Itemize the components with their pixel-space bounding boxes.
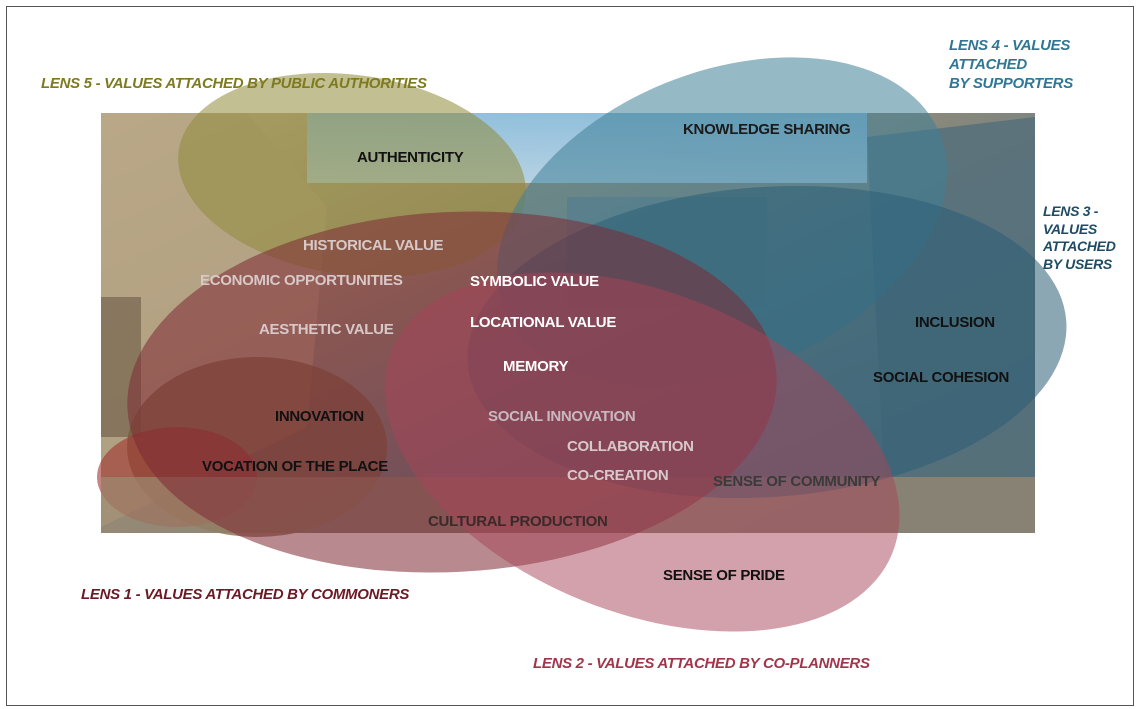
lens3-label: LENS 3 - VALUES ATTACHED BY USERS	[1043, 203, 1116, 273]
value-locational-value: LOCATIONAL VALUE	[470, 314, 617, 331]
value-collaboration: COLLABORATION	[567, 438, 694, 455]
value-memory: MEMORY	[503, 358, 569, 375]
value-sense-of-community: SENSE OF COMMUNITY	[713, 473, 881, 490]
value-social-cohesion: SOCIAL COHESION	[873, 369, 1010, 386]
value-innovation: INNOVATION	[275, 408, 364, 425]
value-symbolic-value: SYMBOLIC VALUE	[470, 273, 599, 290]
value-social-innovation: SOCIAL INNOVATION	[488, 408, 636, 425]
value-economic-opportunities: ECONOMIC OPPORTUNITIES	[200, 272, 403, 289]
lens3-label-line2: VALUES	[1043, 220, 1097, 237]
value-sense-of-pride: SENSE OF PRIDE	[663, 567, 785, 584]
diagram-frame: LENS 5 - VALUES ATTACHED BY PUBLIC AUTHO…	[6, 6, 1134, 706]
lens2-label: LENS 2 - VALUES ATTACHED BY CO-PLANNERS	[533, 655, 870, 672]
value-aesthetic-value: AESTHETIC VALUE	[259, 321, 394, 338]
value-cultural-production: CULTURAL PRODUCTION	[428, 513, 608, 530]
value-authenticity: AUTHENTICITY	[357, 149, 464, 166]
value-inclusion: INCLUSION	[915, 314, 995, 331]
lens3-label-line1: LENS 3 -	[1043, 203, 1099, 219]
lens5-label: LENS 5 - VALUES ATTACHED BY PUBLIC AUTHO…	[41, 75, 427, 92]
venn-diagram	[97, 57, 1067, 632]
lens1-label: LENS 1 - VALUES ATTACHED BY COMMONERS	[81, 586, 410, 603]
lens3-label-line3: ATTACHED	[1043, 238, 1116, 254]
lens4-label-line1: LENS 4 - VALUES	[949, 37, 1071, 54]
value-co-creation: CO-CREATION	[567, 467, 669, 484]
lens4-label: LENS 4 - VALUES ATTACHED BY SUPPORTERS	[949, 37, 1073, 93]
value-knowledge-sharing: KNOWLEDGE SHARING	[683, 121, 851, 138]
lens3-label-line4: BY USERS	[1043, 255, 1112, 272]
value-vocation-of-the-place: VOCATION OF THE PLACE	[202, 458, 388, 475]
lens2-ellipse	[384, 272, 900, 632]
lens4-label-line2: ATTACHED	[949, 55, 1027, 73]
value-historical-value: HISTORICAL VALUE	[303, 237, 444, 254]
lens4-label-line3: BY SUPPORTERS	[949, 74, 1073, 92]
